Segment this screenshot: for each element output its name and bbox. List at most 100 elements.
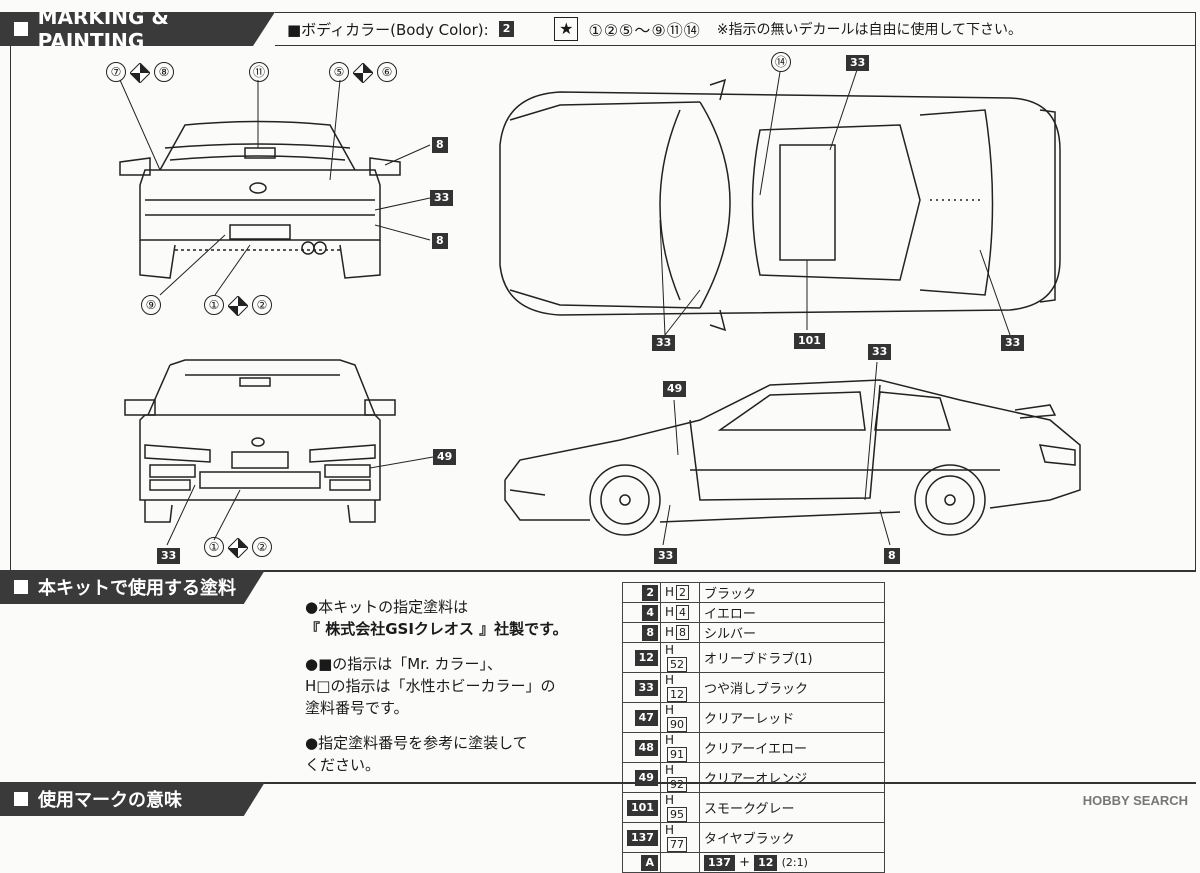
checker-mark-icon (228, 537, 248, 558)
hobby-code: 4 (676, 605, 689, 620)
decal-5-label: ⑤ (329, 62, 349, 82)
watermark: HOBBY SEARCH (1082, 793, 1188, 808)
decal-7-label: ⑦ (106, 62, 126, 82)
paint-code: 101 (627, 799, 658, 816)
paint-8-label: 8 (432, 233, 448, 249)
paint-name: タイヤブラック (698, 822, 885, 853)
paint-name: ブラック (698, 582, 885, 603)
decal-numbers: ①②⑤〜⑨⑪⑭ (588, 21, 701, 40)
marks-title: 使用マークの意味 (38, 790, 182, 811)
paint-33-label: 33 (654, 548, 678, 564)
note2-line1: ●■の指示は「Mr. カラー」、 (305, 655, 503, 673)
decal-9-label: ⑨ (141, 295, 161, 315)
front-view-car (124, 359, 396, 523)
paint-101-label: 101 (794, 333, 825, 349)
paint-8-label: 8 (884, 548, 900, 564)
body-color-bar: ■ボディカラー(Body Color): 2 ★ ①②⑤〜⑨⑪⑭ ※指示の無いデ… (275, 12, 1196, 46)
mix-row: A 137 + 12 (2:1) (622, 852, 885, 873)
checker-mark-icon (228, 295, 248, 316)
paint-33-label: 33 (652, 335, 676, 351)
mix-plus: + (739, 854, 750, 870)
paint-name: クリアーオレンジ (698, 762, 885, 793)
paint-code: 2 (642, 584, 658, 601)
paint-33-label: 33 (846, 55, 870, 71)
hobby-code: 8 (676, 625, 689, 640)
square-bullet-icon (14, 580, 28, 594)
body-color-label: ■ボディカラー(Body Color): (287, 20, 489, 39)
leader-lines (119, 69, 1011, 546)
body-color-code: 2 (498, 21, 515, 37)
drawing-frame (10, 45, 1196, 570)
paint-code: 8 (642, 624, 658, 641)
mix-ratio: (2:1) (781, 855, 808, 869)
paint-row: 48 H91 クリアーイエロー (622, 732, 885, 763)
note1-line1: ●本キットの指定塗料は (305, 598, 469, 616)
note1-line2: 『 株式会社GSIクレオス 』社製です。 (305, 620, 568, 638)
marks-header: 使用マークの意味 (0, 782, 265, 816)
hobby-code: 95 (666, 807, 687, 822)
marking-title: MARKING & PAINTING (37, 5, 169, 53)
car-drawings (119, 69, 1081, 546)
paint-row: 49 H92 クリアーオレンジ (622, 762, 885, 793)
paints-header: 本キットで使用する塗料 (0, 570, 265, 604)
paint-code: 12 (634, 649, 658, 666)
paint-code: 48 (634, 739, 658, 756)
side-view-car (504, 379, 1081, 536)
section-divider (0, 782, 1196, 784)
paint-code: 49 (634, 769, 658, 786)
checker-mark-icon (353, 62, 373, 83)
decal-6-label: ⑥ (377, 62, 397, 82)
paint-name: シルバー (698, 622, 885, 643)
decal-2-label: ② (252, 537, 272, 557)
paint-33-label: 33 (868, 344, 892, 360)
decal-1-label: ① (204, 295, 224, 315)
note3-line1: ●指定塗料番号を参考に塗装して (305, 734, 528, 752)
paint-code: 47 (634, 709, 658, 726)
paint-row: 33 H12 つや消しブラック (622, 672, 885, 703)
hobby-code: 92 (666, 777, 687, 792)
decal-2-label: ② (252, 295, 272, 315)
decal-8-label: ⑧ (154, 62, 174, 82)
decal-11-label: ⑪ (249, 62, 269, 82)
paint-row: 101 H95 スモークグレー (622, 792, 885, 823)
paint-name: クリアーレッド (698, 702, 885, 733)
hobby-code: 12 (666, 687, 687, 702)
checker-mark-icon (130, 62, 150, 83)
paints-title: 本キットで使用する塗料 (38, 578, 236, 599)
hobby-code: 52 (666, 657, 687, 672)
paint-row: 137 H77 タイヤブラック (622, 822, 885, 853)
paint-33-label: 33 (430, 190, 454, 206)
note2-line3: 塗料番号です。 (305, 699, 409, 717)
mix-code: A (641, 854, 658, 871)
note2-line2: H□の指示は「水性ホビーカラー」の (305, 677, 556, 695)
rear-view-car (119, 120, 401, 279)
paint-name: スモークグレー (698, 792, 885, 823)
decal-1-label: ① (204, 537, 224, 557)
paint-notes: ●本キットの指定塗料は『 株式会社GSIクレオス 』社製です。 ●■の指示は「M… (305, 596, 568, 789)
paint-row: 47 H90 クリアーレッド (622, 702, 885, 733)
paint-name: つや消しブラック (698, 672, 885, 703)
paint-code: 4 (642, 604, 658, 621)
hobby-code: 2 (676, 585, 689, 600)
square-bullet-icon (14, 792, 28, 806)
mix-b: 12 (754, 854, 778, 871)
hobby-code: 77 (666, 837, 687, 852)
note3-line2: ください。 (305, 756, 381, 774)
paint-name: クリアーイエロー (698, 732, 885, 763)
paint-name: オリーブドラブ(1) (698, 642, 885, 673)
paint-code: 33 (634, 679, 658, 696)
paint-49-label: 49 (433, 449, 457, 465)
paint-name: イエロー (698, 602, 885, 623)
top-view-car (499, 78, 1061, 332)
hobby-code: 90 (666, 717, 687, 732)
decal-note: ※指示の無いデカールは自由に使用して下さい。 (716, 22, 1023, 38)
paint-49-label: 49 (663, 381, 687, 397)
